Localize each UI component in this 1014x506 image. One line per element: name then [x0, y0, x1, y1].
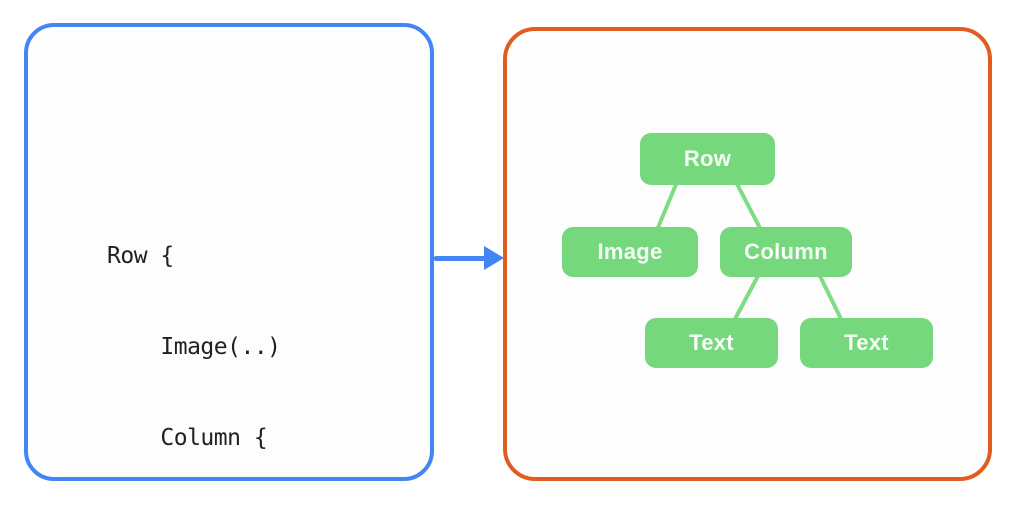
tree-node-image: Image — [562, 227, 698, 277]
tree-node-label: Text — [689, 330, 734, 355]
right-arrow-icon — [434, 245, 505, 271]
tree-node-label: Row — [683, 146, 732, 171]
tree-node-label: Column — [744, 239, 828, 264]
tree-node-text-2: Text — [800, 318, 933, 368]
tree-node-label: Text — [844, 330, 889, 355]
tree-node-row: Row — [640, 133, 775, 185]
arrow-shaft — [434, 255, 489, 261]
code-panel: Row { Image(..) Column { Text(..) Text(.… — [24, 23, 434, 481]
tree-node-label: Image — [597, 239, 663, 264]
code-line: Column { — [107, 425, 268, 452]
code-block: Row { Image(..) Column { Text(..) Text(.… — [107, 180, 321, 506]
tree-node-column: Column — [720, 227, 852, 277]
arrow-head — [484, 246, 504, 270]
tree-panel: Row Image Column Text Text — [503, 27, 992, 481]
tree-node-text-1: Text — [645, 318, 778, 368]
tree-connectors — [655, 180, 844, 323]
code-line: Row { — [107, 242, 174, 269]
code-line: Image(..) — [107, 334, 281, 361]
